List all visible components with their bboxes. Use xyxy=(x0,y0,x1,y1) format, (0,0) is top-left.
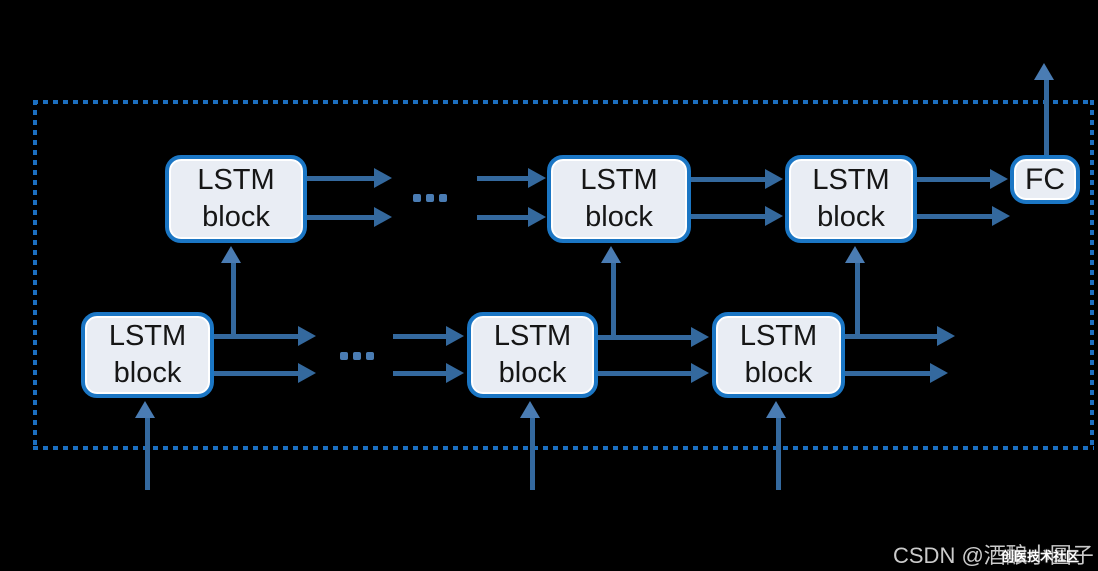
bot2-in-h-arrowhead-icon xyxy=(446,326,464,346)
ellipsis-bottom-row-dot xyxy=(353,352,361,360)
top3-to-fc-shaft xyxy=(917,177,994,182)
top1-out-h-arrowhead-icon xyxy=(374,168,392,188)
input-bot1-arrowhead-icon xyxy=(135,401,155,418)
lstm-block-bottom-3: LSTM block xyxy=(712,312,845,398)
top2-in-h-shaft xyxy=(477,176,532,181)
top2-to-top3-h-arrowhead-icon xyxy=(765,169,783,189)
input-bot1-shaft xyxy=(145,415,150,490)
top1-out-c-shaft xyxy=(307,215,378,220)
lstm-block-top-1-label: LSTM xyxy=(197,164,275,196)
lstm-block-bottom-2-label: block xyxy=(498,357,567,389)
bot2-to-bot3-h-shaft xyxy=(598,335,695,340)
top3-out-c-arrowhead-icon xyxy=(992,206,1010,226)
bot1-out-c-shaft xyxy=(214,371,302,376)
top3-out-c-shaft xyxy=(917,214,996,219)
input-bot2-arrowhead-icon xyxy=(520,401,540,418)
lstm-block-bottom-1-label: block xyxy=(113,357,182,389)
bot3-out-h-shaft xyxy=(845,334,941,339)
input-bot3-shaft xyxy=(776,415,781,490)
lstm-block-top-2-label: block xyxy=(585,201,653,233)
bot2-to-top2-arrowhead-icon xyxy=(601,246,621,263)
lstm-block-top-3: LSTM block xyxy=(785,155,917,243)
dotted-border-bottom xyxy=(33,446,1094,450)
top1-out-h-shaft xyxy=(307,176,378,181)
ellipsis-bottom-row-dot xyxy=(366,352,374,360)
lstm-block-top-2: LSTM block xyxy=(547,155,691,243)
top2-to-top3-h-shaft xyxy=(691,177,769,182)
top2-in-c-arrowhead-icon xyxy=(528,207,546,227)
lstm-block-top-2-label: LSTM xyxy=(580,164,658,196)
lstm-block-bottom-2: LSTM block xyxy=(467,312,598,398)
top1-out-c-arrowhead-icon xyxy=(374,207,392,227)
lstm-block-bottom-2-label: LSTM xyxy=(493,320,572,352)
top3-to-fc-arrowhead-icon xyxy=(990,169,1008,189)
watermark-overlay: 创医技术社区 xyxy=(1001,549,1080,564)
lstm-block-top-3-label: LSTM xyxy=(812,164,890,196)
bot1-to-top1-shaft xyxy=(231,260,236,336)
bot2-in-c-shaft xyxy=(393,371,450,376)
lstm-block-bottom-3-label: LSTM xyxy=(739,320,818,352)
bot2-to-bot3-c-shaft xyxy=(598,371,695,376)
bot1-to-top1-arrowhead-icon xyxy=(221,246,241,263)
bot2-to-top2-shaft xyxy=(611,260,616,337)
bot2-to-bot3-h-arrowhead-icon xyxy=(691,327,709,347)
bot3-to-top3-shaft xyxy=(855,260,860,336)
ellipsis-top-row-dot xyxy=(439,194,447,202)
bot1-out-h-shaft xyxy=(214,334,302,339)
ellipsis-top-row xyxy=(413,194,447,202)
top2-to-top3-c-arrowhead-icon xyxy=(765,206,783,226)
lstm-block-bottom-3-label: block xyxy=(744,357,813,389)
bot3-out-h-arrowhead-icon xyxy=(937,326,955,346)
lstm-block-top-1-label: block xyxy=(202,201,270,233)
ellipsis-bottom-row-dot xyxy=(340,352,348,360)
input-bot3-arrowhead-icon xyxy=(766,401,786,418)
ellipsis-top-row-dot xyxy=(413,194,421,202)
bot2-in-c-arrowhead-icon xyxy=(446,363,464,383)
input-bot2-shaft xyxy=(530,415,535,490)
dotted-border-top xyxy=(33,100,1094,104)
lstm-block-top-3-label: block xyxy=(817,201,885,233)
lstm-block-bottom-1-label: LSTM xyxy=(108,320,187,352)
bot1-out-h-arrowhead-icon xyxy=(298,326,316,346)
fc-output-shaft xyxy=(1044,77,1049,155)
lstm-block-bottom-1: LSTM block xyxy=(81,312,214,398)
bot3-out-c-arrowhead-icon xyxy=(930,363,948,383)
bot2-in-h-shaft xyxy=(393,334,450,339)
bot3-out-c-shaft xyxy=(845,371,934,376)
fc-block-label: FC xyxy=(1025,162,1065,196)
bot2-to-bot3-c-arrowhead-icon xyxy=(691,363,709,383)
top2-in-c-shaft xyxy=(477,215,532,220)
bot1-out-c-arrowhead-icon xyxy=(298,363,316,383)
dotted-border-right xyxy=(1090,100,1094,450)
fc-block: FC xyxy=(1010,155,1080,204)
bot3-to-top3-arrowhead-icon xyxy=(845,246,865,263)
lstm-block-top-1: LSTM block xyxy=(165,155,307,243)
top2-to-top3-c-shaft xyxy=(691,214,769,219)
dotted-border-left xyxy=(33,100,37,450)
ellipsis-top-row-dot xyxy=(426,194,434,202)
top2-in-h-arrowhead-icon xyxy=(528,168,546,188)
watermark-csdn: CSDN @酒酿小圆子 xyxy=(893,543,1094,568)
fc-output-arrowhead-icon xyxy=(1034,63,1054,80)
ellipsis-bottom-row xyxy=(340,352,374,360)
